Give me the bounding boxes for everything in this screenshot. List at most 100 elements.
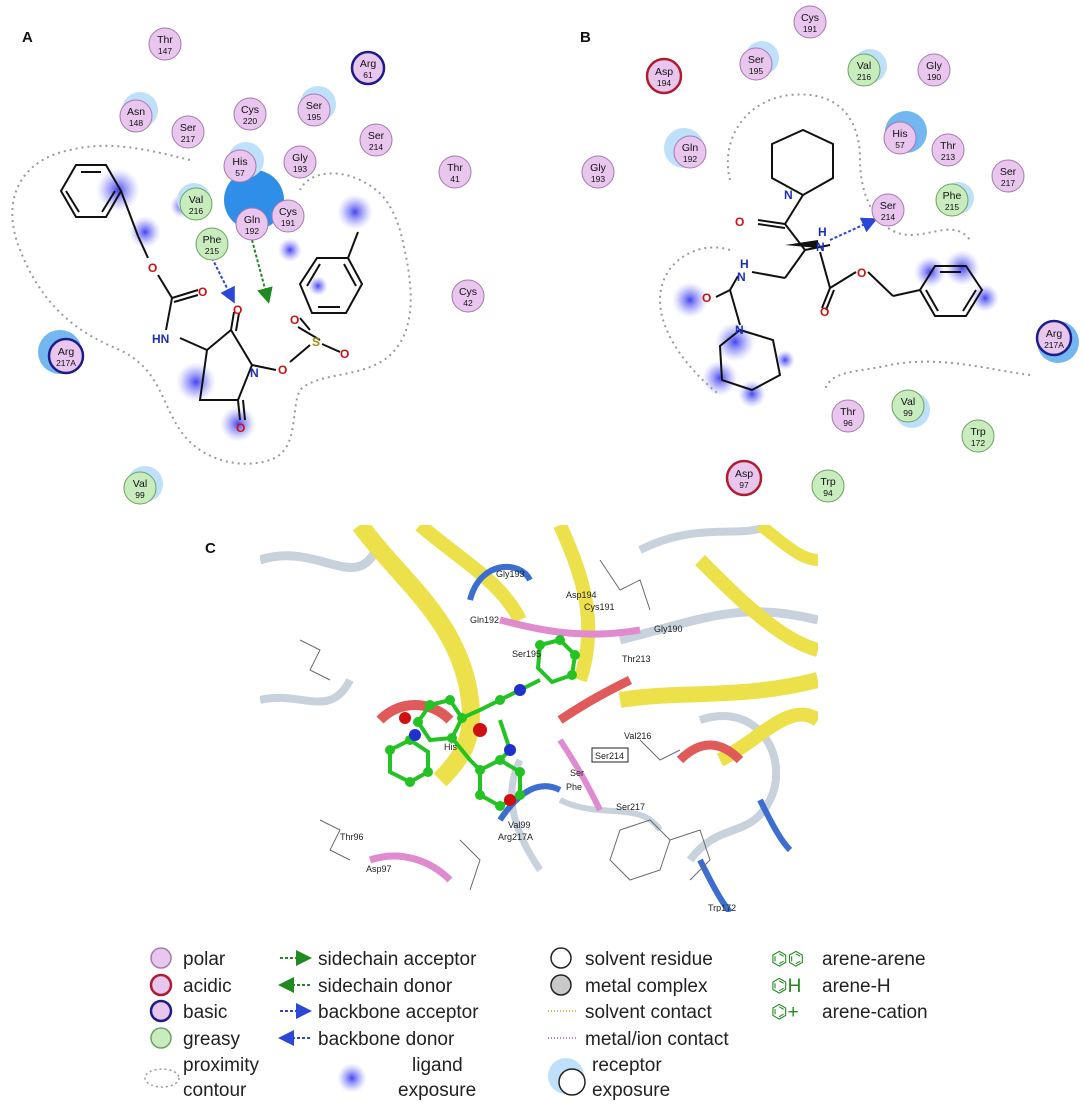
ligand-b xyxy=(715,128,984,392)
svg-text:receptor: receptor xyxy=(592,1055,662,1076)
residue-thr147-a: Thr 147 xyxy=(148,27,182,61)
ligand-b-atoms: N O H N H N O O N O xyxy=(702,188,866,337)
svg-text:N: N xyxy=(250,366,259,380)
svg-text:Ser: Ser xyxy=(306,100,323,112)
residue-ser214-a: Ser 214 xyxy=(359,123,393,157)
svg-text:216: 216 xyxy=(189,206,203,216)
svg-text:220: 220 xyxy=(243,116,257,126)
ligand-exposure-a xyxy=(96,168,373,442)
svg-text:metal/ion contact: metal/ion contact xyxy=(585,1029,729,1050)
residue-phe215-b: Phe 215 xyxy=(935,183,969,217)
svg-text:ligand: ligand xyxy=(412,1055,463,1076)
svg-text:Val: Val xyxy=(133,478,147,490)
svg-text:O: O xyxy=(148,261,157,275)
svg-text:Arg: Arg xyxy=(1046,328,1063,340)
svg-text:96: 96 xyxy=(843,418,853,428)
svg-text:basic: basic xyxy=(183,1002,227,1023)
residue-arg217a-a: Arg 217A xyxy=(47,337,85,375)
svg-text:Thr: Thr xyxy=(840,406,856,418)
legend-receptor-exposure: receptor exposure xyxy=(548,1055,670,1101)
protein-render: Gly193 Asp194 Cys191 Gln192 Gly190 Ser19… xyxy=(260,525,818,913)
svg-text:O: O xyxy=(198,285,207,299)
svg-text:Gly: Gly xyxy=(926,60,943,72)
legend-proximity-contour: proximity contour xyxy=(144,1055,260,1101)
residue-ser195-b: Ser 195 xyxy=(739,47,773,81)
svg-text:217A: 217A xyxy=(56,358,76,368)
svg-text:Val: Val xyxy=(857,60,871,72)
svg-text:Cys: Cys xyxy=(279,206,297,218)
prot-label-asp97: Asp97 xyxy=(366,864,392,874)
legend-solvent-residue: solvent residue xyxy=(550,947,713,970)
residue-cys42-a: Cys 42 xyxy=(451,279,485,313)
svg-text:215: 215 xyxy=(205,246,219,256)
svg-text:H: H xyxy=(818,225,827,239)
prot-label-val216: Val216 xyxy=(624,731,651,741)
prot-label-gln192: Gln192 xyxy=(470,615,499,625)
svg-text:N: N xyxy=(816,240,825,254)
proximity-contour-b xyxy=(658,93,1031,396)
proximity-contour-a xyxy=(11,144,412,465)
svg-text:His: His xyxy=(892,128,907,140)
svg-text:His: His xyxy=(232,156,247,168)
svg-text:solvent residue: solvent residue xyxy=(585,949,713,970)
prot-label-trp172: Trp172 xyxy=(708,903,736,913)
residue-ser195-a: Ser 195 xyxy=(297,93,331,127)
svg-text:proximity: proximity xyxy=(183,1055,260,1076)
prot-label-ser195: Ser195 xyxy=(512,649,541,659)
svg-text:195: 195 xyxy=(307,112,321,122)
svg-text:arene-H: arene-H xyxy=(822,976,891,997)
svg-text:191: 191 xyxy=(803,24,817,34)
legend-arene-h: ⌬H arene-H xyxy=(771,976,891,997)
svg-text:193: 193 xyxy=(591,174,605,184)
svg-text:greasy: greasy xyxy=(183,1029,241,1050)
svg-text:192: 192 xyxy=(683,154,697,164)
svg-text:sidechain acceptor: sidechain acceptor xyxy=(318,949,477,970)
svg-text:solvent contact: solvent contact xyxy=(585,1002,712,1023)
residue-gly190-b: Gly 190 xyxy=(917,53,951,87)
svg-text:Val: Val xyxy=(901,396,915,408)
svg-text:O: O xyxy=(340,347,349,361)
residue-cys191-b: Cys 191 xyxy=(793,5,827,39)
prot-label-cys191: Cys191 xyxy=(584,602,615,612)
svg-text:metal complex: metal complex xyxy=(585,976,708,997)
svg-text:backbone acceptor: backbone acceptor xyxy=(318,1002,479,1023)
legend-acidic: acidic xyxy=(149,973,232,997)
svg-text:Thr: Thr xyxy=(447,162,463,174)
residue-val99-b: Val 99 xyxy=(891,389,925,423)
svg-text:Phe: Phe xyxy=(203,234,222,246)
svg-text:172: 172 xyxy=(971,438,985,448)
ligand-a xyxy=(59,164,364,421)
svg-text:Val: Val xyxy=(189,194,203,206)
arene-h-icon: ⌬H xyxy=(771,976,801,997)
residue-ser217-a: Ser 217 xyxy=(171,115,205,149)
svg-text:Asn: Asn xyxy=(127,106,145,118)
svg-text:Ser: Ser xyxy=(180,122,197,134)
panel-a-label: A xyxy=(22,29,33,46)
legend-arene-cation: ⌬+ arene-cation xyxy=(771,1002,928,1023)
svg-text:195: 195 xyxy=(749,66,763,76)
prot-label-ser217: Ser217 xyxy=(616,802,645,812)
legend-ligand-exposure: ligand exposure xyxy=(337,1055,476,1101)
svg-text:Ser: Ser xyxy=(1000,166,1017,178)
svg-text:arene-arene: arene-arene xyxy=(822,949,926,970)
svg-text:57: 57 xyxy=(235,168,245,178)
residue-gln192-a: Gln 192 xyxy=(235,207,269,241)
residue-val216-b: Val 216 xyxy=(847,53,881,87)
legend-metal-complex: metal complex xyxy=(550,974,708,997)
svg-text:Phe: Phe xyxy=(943,190,962,202)
legend-sidechain-acceptor: sidechain acceptor xyxy=(280,949,477,970)
prot-label-his: His xyxy=(444,742,457,752)
svg-text:N: N xyxy=(737,270,746,284)
legend-solvent-contact: solvent contact xyxy=(548,1002,712,1023)
svg-text:O: O xyxy=(278,363,287,377)
prot-label-phe: Phe xyxy=(566,782,582,792)
svg-text:exposure: exposure xyxy=(592,1080,670,1101)
svg-text:Trp: Trp xyxy=(820,476,836,488)
svg-text:Asp: Asp xyxy=(735,468,753,480)
panel-b: B xyxy=(580,5,1079,503)
svg-text:Cys: Cys xyxy=(459,286,477,298)
svg-text:Ser: Ser xyxy=(368,130,385,142)
svg-text:217A: 217A xyxy=(1044,340,1064,350)
residue-gln192-b: Gln 192 xyxy=(673,135,707,169)
